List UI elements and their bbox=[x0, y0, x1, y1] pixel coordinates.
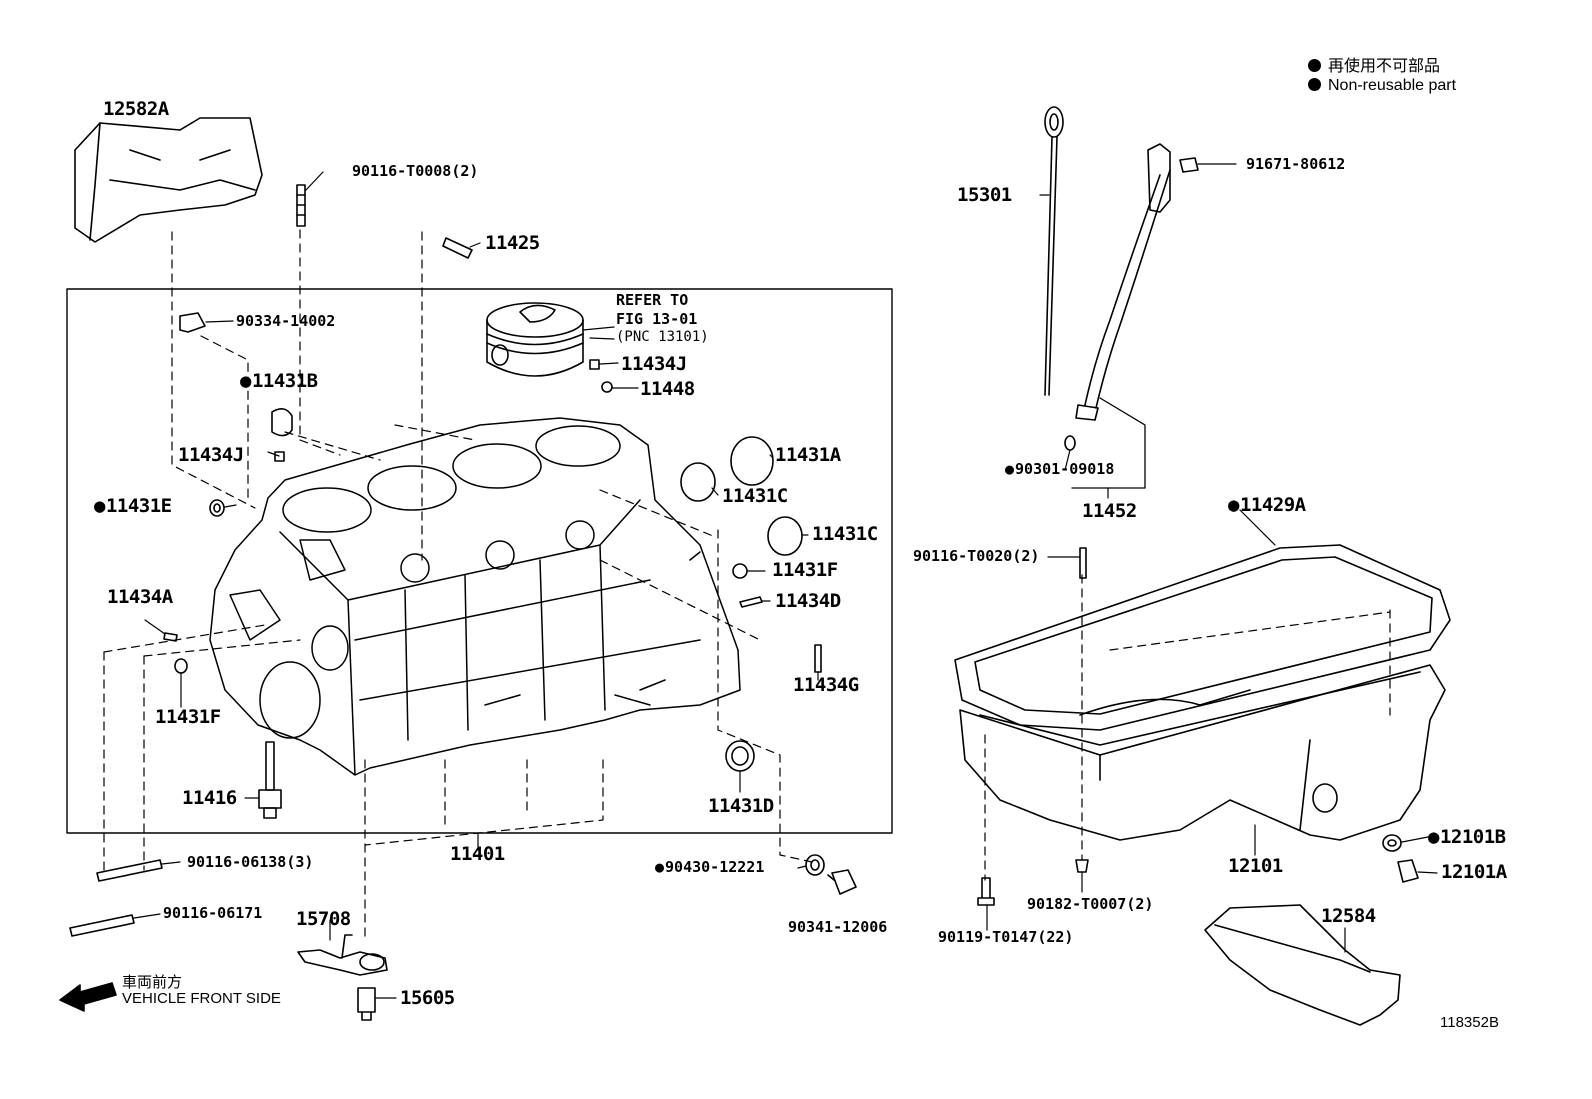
piston bbox=[486, 302, 584, 377]
part-label-11425[interactable]: 11425 bbox=[485, 232, 540, 254]
dashed-leaders bbox=[103, 229, 1391, 941]
part-label-11431C-upper[interactable]: 11431C bbox=[722, 485, 788, 507]
non-reusable-dot-icon bbox=[1308, 59, 1321, 72]
pin-11434J-right bbox=[589, 359, 600, 370]
plug-11431A bbox=[730, 436, 774, 486]
sensor-90334 bbox=[179, 312, 206, 333]
part-label-90116-T0008[interactable]: 90116-T0008(2) bbox=[352, 162, 479, 180]
legend-en: Non-reusable part bbox=[1308, 77, 1456, 95]
refer-line1: REFER TO bbox=[616, 291, 689, 309]
non-reusable-dot-icon bbox=[1308, 78, 1321, 91]
front-arrow bbox=[59, 982, 117, 1012]
part-label-15605[interactable]: 15605 bbox=[400, 987, 455, 1009]
part-label-11448[interactable]: 11448 bbox=[640, 378, 695, 400]
part-label-11431E[interactable]: 11431E bbox=[94, 497, 172, 516]
plug-11431B bbox=[271, 408, 293, 437]
vehicle-front-en: VEHICLE FRONT SIDE bbox=[122, 990, 281, 1007]
block-frame bbox=[66, 288, 893, 834]
part-label-90341-12006[interactable]: 90341-12006 bbox=[788, 918, 888, 936]
stud-90116-06171 bbox=[69, 914, 135, 937]
part-label-11431A[interactable]: 11431A bbox=[775, 444, 841, 466]
part-label-11434J-right[interactable]: 11434J bbox=[621, 353, 687, 375]
stud-90116-T0008 bbox=[296, 184, 306, 227]
part-label-11431B[interactable]: 11431B bbox=[240, 372, 318, 391]
bolt-90119 bbox=[977, 877, 995, 906]
oring-90301 bbox=[1064, 435, 1076, 451]
part-label-90116-T0020[interactable]: 90116-T0020(2) bbox=[913, 547, 1040, 565]
legend-en-text: Non-reusable part bbox=[1328, 77, 1457, 94]
part-label-90116-06171[interactable]: 90116-06171 bbox=[163, 904, 263, 922]
part-label-11416[interactable]: 11416 bbox=[182, 787, 237, 809]
plug-12101A bbox=[1397, 859, 1419, 883]
part-label-12101A[interactable]: 12101A bbox=[1441, 861, 1507, 883]
part-label-90430-12221[interactable]: 90430-12221 bbox=[655, 860, 764, 875]
pin-11434D bbox=[739, 596, 763, 608]
part-label-15708[interactable]: 15708 bbox=[296, 908, 351, 930]
oil-pan-12101 bbox=[959, 664, 1446, 841]
part-label-11431D[interactable]: 11431D bbox=[708, 795, 774, 817]
part-label-11401[interactable]: 11401 bbox=[450, 843, 505, 865]
refer-line3[interactable]: (PNC 13101) bbox=[616, 329, 709, 345]
figure-id: 118352B bbox=[1440, 1014, 1499, 1031]
plug-11431F-right bbox=[732, 563, 748, 579]
part-label-90116-06138[interactable]: 90116-06138(3) bbox=[187, 853, 314, 871]
plug-11448 bbox=[601, 381, 613, 393]
vehicle-front-jp: 車両前方 bbox=[122, 974, 183, 991]
part-label-15301[interactable]: 15301 bbox=[957, 184, 1012, 206]
pin-11434A bbox=[163, 632, 178, 642]
plug-11431F-left bbox=[174, 658, 188, 674]
part-label-91671-80612[interactable]: 91671-80612 bbox=[1246, 155, 1346, 173]
part-label-11431C-lower[interactable]: 11431C bbox=[812, 523, 878, 545]
plug-11431C-upper bbox=[680, 462, 716, 502]
part-label-12101B[interactable]: 12101B bbox=[1428, 828, 1506, 847]
part-label-11434D[interactable]: 11434D bbox=[775, 590, 841, 612]
part-label-11434J-left[interactable]: 11434J bbox=[178, 444, 244, 466]
stud-11425 bbox=[442, 237, 473, 259]
part-label-11434G[interactable]: 11434G bbox=[793, 674, 859, 696]
part-label-11429A[interactable]: 11429A bbox=[1228, 496, 1306, 515]
part-label-90334-14002[interactable]: 90334-14002 bbox=[236, 312, 336, 330]
bolt-11416 bbox=[258, 741, 282, 819]
seal-11431D bbox=[725, 740, 755, 772]
part-label-90182-T0007[interactable]: 90182-T0007(2) bbox=[1027, 895, 1154, 913]
part-label-11434A[interactable]: 11434A bbox=[107, 586, 173, 608]
12582A-shape bbox=[74, 117, 263, 243]
stud-90116-T0020 bbox=[1079, 547, 1087, 579]
gasket-12101B bbox=[1382, 834, 1402, 852]
part-label-90301-09018[interactable]: 90301-09018 bbox=[1005, 462, 1114, 477]
guide-11452 bbox=[1075, 143, 1199, 421]
plug-90341 bbox=[831, 869, 857, 895]
bracket-15708 bbox=[297, 949, 388, 976]
part-label-90119-T0147[interactable]: 90119-T0147(22) bbox=[938, 928, 1074, 946]
part-label-12101[interactable]: 12101 bbox=[1228, 855, 1283, 877]
plug-11431C-lower bbox=[767, 516, 803, 556]
gasket-11429A bbox=[954, 544, 1451, 731]
pin-11434J-left bbox=[274, 451, 285, 462]
legend-jp-text: 再使用不可部品 bbox=[1328, 58, 1441, 75]
dipstick-15301 bbox=[1044, 106, 1064, 396]
solid-leaders bbox=[133, 163, 1438, 999]
seal-11431E bbox=[209, 499, 225, 517]
legend-jp: 再使用不可部品 bbox=[1308, 52, 1440, 76]
part-label-11431F-right[interactable]: 11431F bbox=[772, 559, 838, 581]
part-label-11452[interactable]: 11452 bbox=[1082, 500, 1137, 522]
plug-15605 bbox=[357, 987, 376, 1021]
baffle-12584 bbox=[1204, 904, 1401, 1026]
part-label-12584[interactable]: 12584 bbox=[1321, 905, 1376, 927]
pin-11434G bbox=[814, 644, 822, 673]
cylinder-block bbox=[209, 417, 741, 776]
nut-90182 bbox=[1075, 859, 1089, 873]
stud-90116-06138 bbox=[96, 859, 163, 882]
part-label-11431F-left[interactable]: 11431F bbox=[155, 706, 221, 728]
gasket-90430 bbox=[805, 854, 825, 876]
refer-line2: FIG 13-01 bbox=[616, 310, 698, 328]
part-label-12582A[interactable]: 12582A bbox=[103, 98, 169, 120]
